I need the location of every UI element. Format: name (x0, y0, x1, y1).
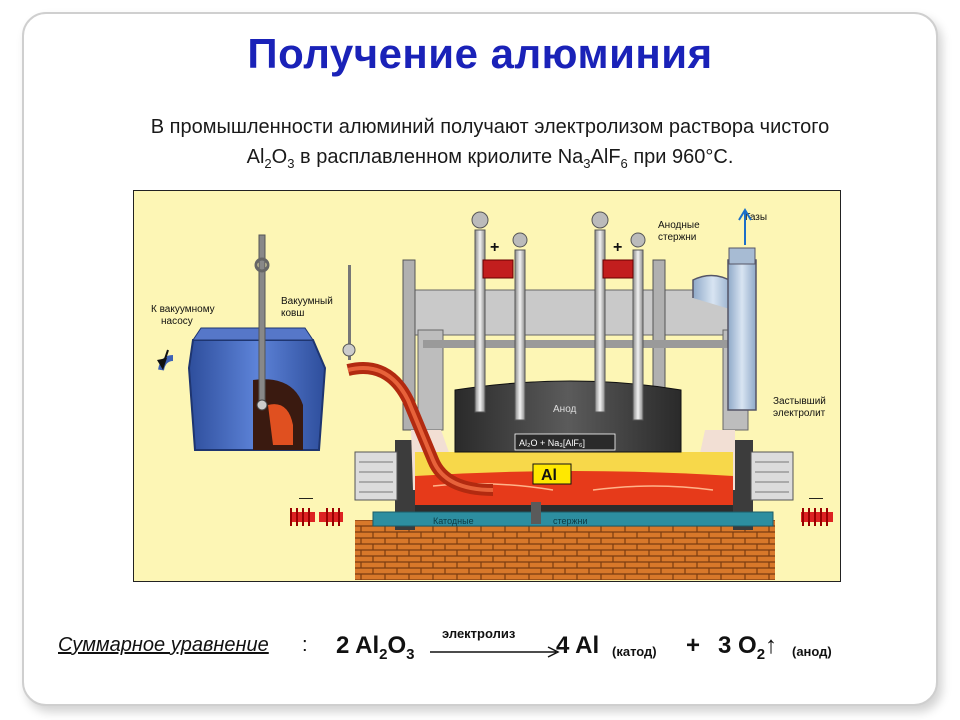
minus-sign-1: — (299, 489, 313, 505)
label-vacuum-ladle-1: Вакуумный (281, 296, 333, 307)
label-electrolyte: Al₂O + Na₃[AlF₆] (519, 438, 585, 448)
intro-temp: при 960°C. (627, 146, 734, 168)
equation-colon: : (302, 634, 308, 656)
label-cathode-rods-1: Катодные (433, 516, 474, 526)
intro-o: O (271, 146, 288, 168)
plus-sign-1: + (490, 239, 499, 256)
equation-sub-3: 2 (756, 645, 766, 663)
label-vacuum-pump-1: К вакуумному (151, 304, 215, 315)
cathode-bar (372, 511, 774, 527)
intro-sub-3: 3 (583, 156, 591, 171)
label-vacuum-pump-2: насосу (161, 316, 193, 327)
label-anode: Анод (553, 404, 577, 415)
page-title: Получение алюминия (247, 30, 713, 77)
equation-o: O (387, 632, 407, 659)
equation-sub-2: 3 (406, 645, 415, 663)
equation-reactant: 2 Al (336, 632, 380, 659)
summary-equation: Суммарное уравнение : 2 Al2O3 электролиз… (58, 626, 938, 666)
intro-line-1: В промышленности алюминий получают элект… (150, 116, 830, 138)
label-anode-rods-1: Анодные (658, 220, 700, 231)
equation-arrow-label: электролиз (442, 626, 516, 641)
label-aluminium: Al (541, 467, 557, 484)
intro-text: В промышленности алюминий получают элект… (60, 112, 920, 179)
equation-anode: (анод) (792, 644, 832, 659)
label-frozen-1: Застывший (773, 396, 826, 407)
plus-sign-2: + (613, 239, 622, 256)
intro-cryolite-text: в расплавленном криолите Na (294, 146, 584, 168)
equation-sub-1: 2 (379, 645, 388, 663)
intro-al: Al (246, 146, 265, 168)
equation-label: Суммарное уравнение (58, 634, 269, 656)
label-frozen-2: электролит (773, 408, 826, 419)
label-gases: Газы (745, 212, 767, 223)
gas-up-arrow-icon: ↑ (765, 632, 778, 659)
shell-left-wall (395, 440, 415, 530)
label-cathode-rods-2: стержни (553, 516, 588, 526)
label-vacuum-ladle-2: ковш (281, 308, 304, 319)
electrolysis-diagram: К вакуумному насосу Вакуумный ковш Анодн… (133, 190, 841, 582)
intro-sub-1: 2 (264, 156, 272, 171)
shell-right-wall (733, 440, 753, 530)
brick-foundation (355, 520, 775, 580)
equation-product-2: 3 O (718, 632, 757, 659)
intro-sub-4: 6 (620, 156, 628, 171)
equation-product-1: 4 Al (556, 632, 600, 659)
gas-arrow-icon (738, 208, 752, 245)
equation-plus: + (686, 632, 701, 659)
anode-block (454, 380, 682, 453)
gas-duct (727, 259, 757, 411)
intro-line-2: Al2O3 в расплавленном криолите Na3AlF6 п… (60, 142, 920, 179)
minus-sign-2: — (809, 489, 823, 505)
intro-sub-2: 3 (287, 156, 295, 171)
intro-alf: AlF (590, 146, 621, 168)
label-anode-rods-2: стержни (658, 232, 696, 243)
equation-cathode: (катод) (612, 644, 657, 659)
reaction-arrow-icon (430, 646, 560, 658)
molten-aluminium (415, 471, 733, 505)
